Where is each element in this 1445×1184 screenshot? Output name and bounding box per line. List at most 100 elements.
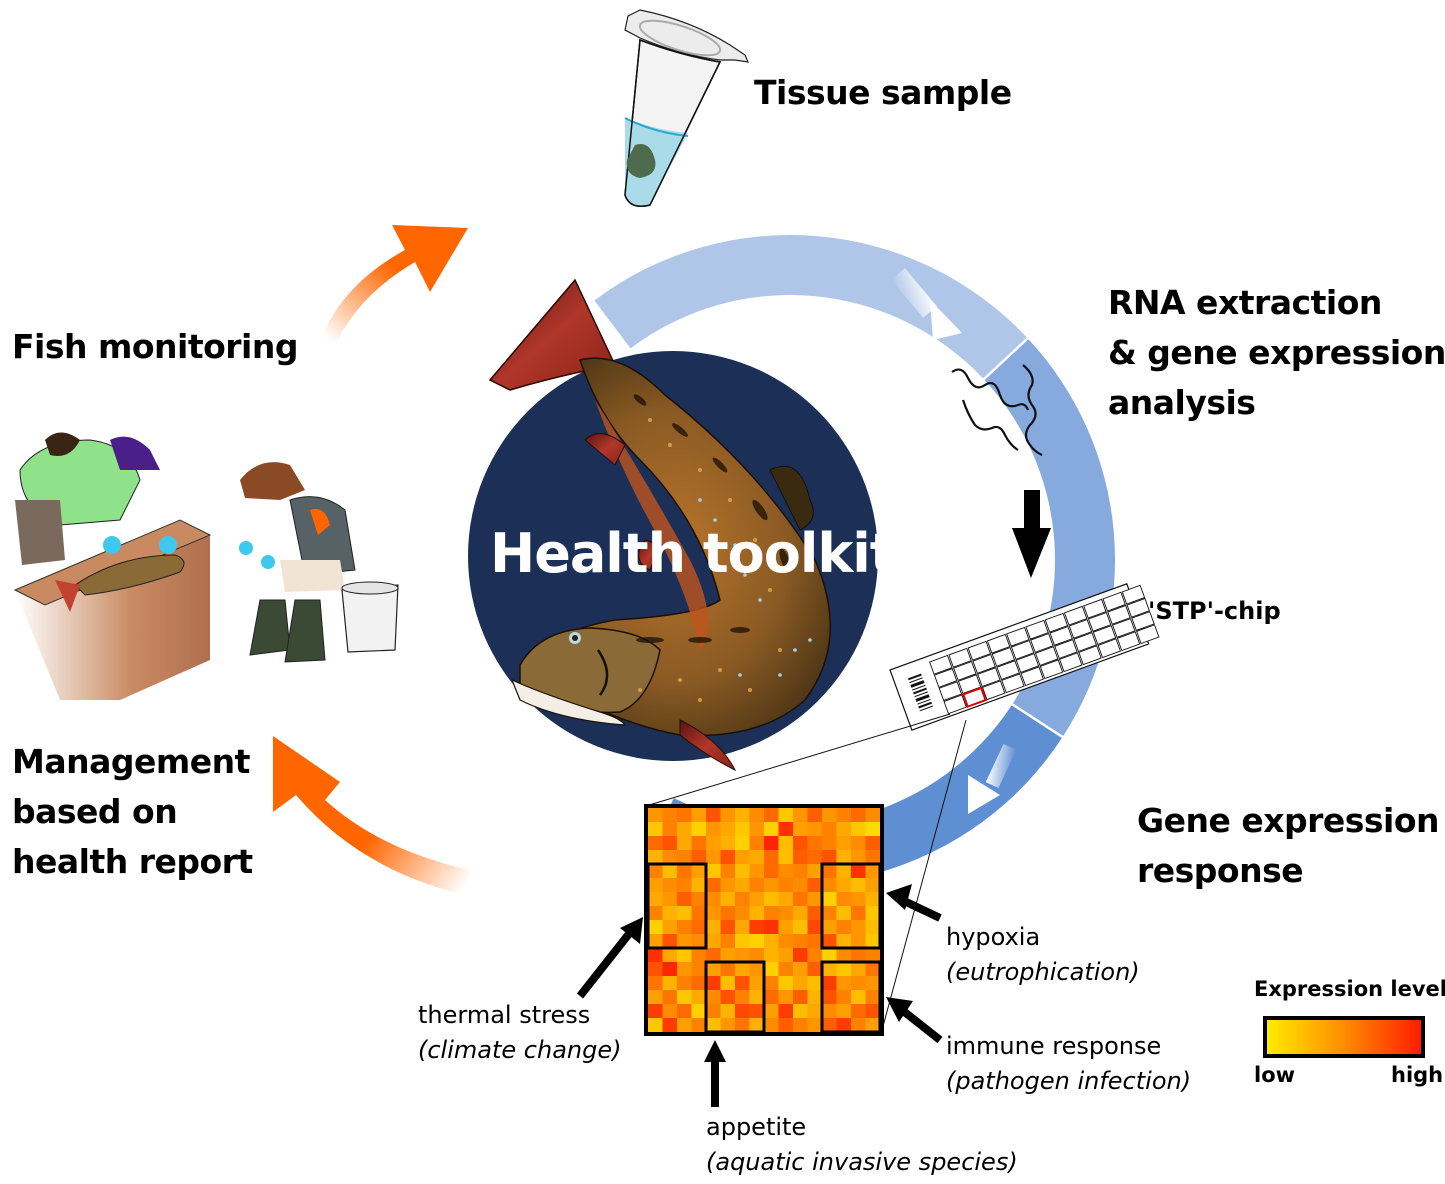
heatmap-cell [807,1004,823,1019]
heatmap-cell [778,878,794,893]
zoom-line [881,719,967,1031]
heatmap-cell [749,850,765,865]
heatmap-cell [793,822,808,837]
chip-cell [1092,625,1117,645]
cycle-arrow-up-icon [315,225,468,362]
heatmap-cell [735,822,750,837]
heatmap-cell [691,920,707,935]
step-label-fish-monitoring: Fish monitoring [12,327,299,366]
heatmap-cell [720,892,736,907]
heatmap-cell [836,1018,852,1033]
heatmap-cell [677,808,692,823]
heatmap-cell [648,808,663,823]
chip-cell [981,680,1006,701]
chip-cell [1020,666,1044,687]
chip-cell [1126,597,1150,618]
heatmap-cell [677,934,692,949]
heatmap-cell [807,892,823,907]
heatmap-cell [822,892,837,907]
heatmap-cell [851,934,866,949]
heatmap-cell [764,822,779,837]
stressor-appetite: appetite (aquatic invasive species) [706,1110,1018,1180]
heatmap-cell [677,920,692,935]
chip-cell [1112,618,1136,638]
heatmap-cell [662,976,678,991]
chip-cell [967,640,992,661]
heatmap-cell [706,892,721,907]
heatmap-cell [677,850,692,865]
hypoxia-arrow-icon [886,884,942,922]
step-label-rna-line1: RNA extraction [1108,283,1382,322]
heatmap-cell [865,822,881,837]
heatmap-cell [836,892,852,907]
heatmap-cell [778,976,794,991]
heatmap-cell [764,808,779,823]
heatmap-cell [749,1004,765,1019]
heatmap-cell [749,934,765,949]
heatmap-cell [807,808,823,823]
heatmap-cell [836,864,852,879]
heatmap-cell [691,934,707,949]
chip-cell [1054,639,1078,659]
heatmap-cell [720,878,736,893]
chip-cell [1049,625,1073,646]
heatmap-cell [822,808,837,823]
chip-cell [1001,673,1025,694]
heatmap-cell [778,864,794,879]
heatmap-cell [691,808,707,823]
heatmap-cell [691,878,707,893]
heatmap-cell [836,836,852,851]
heatmap-cell [851,822,866,837]
heatmap-cell [778,808,794,823]
chip-cell [991,647,1016,667]
heatmap-cell [662,1018,678,1033]
heatmap-cell [764,836,779,851]
heatmap-cell [677,836,692,851]
chip-cell [1006,626,1030,647]
heatmap-cell [822,976,837,991]
heatmap-cell [778,962,794,977]
stressor-name: appetite [706,1113,807,1141]
heatmap-cell [706,1004,721,1019]
heatmap-cell [706,822,721,837]
heatmap-cell [648,920,663,935]
heatmap-cell [662,892,678,907]
heatmap-cell [648,892,663,907]
heatmap-cell [822,1018,837,1033]
heatmap-cell [836,920,852,935]
heatmap-cell [822,878,837,893]
legend-low-label: low [1254,1063,1296,1087]
chip-cell-selected [961,686,987,708]
heatmap-cell [677,878,692,893]
heatmap-cell [822,934,837,949]
stressor-cause: (aquatic invasive species) [706,1148,1018,1176]
heatmap-cell [851,920,866,935]
heatmap-cell [764,976,779,991]
heatmap-cell [648,822,663,837]
heatmap-cell [851,892,866,907]
stp-chip-icon [889,583,1160,731]
heatmap-cell [764,934,779,949]
heatmap-cell [851,1004,866,1019]
chip-cell [1063,605,1088,626]
chip-cell [1010,639,1035,660]
heatmap-cell [677,864,692,879]
heatmap-cell [764,920,779,935]
heatmap-cell [749,822,765,837]
heatmap-cell [706,1018,721,1033]
chip-cell [953,661,977,681]
stressor-hypoxia: hypoxia (eutrophication) [946,920,1140,990]
thermal-stress-arrow-icon [576,917,643,999]
chip-cell [1073,632,1097,652]
heatmap-cell [836,822,852,837]
heatmap-cell [793,990,808,1005]
heatmap-cell [807,906,823,921]
heatmap-cell [662,836,678,851]
heatmap-cell [836,878,852,893]
step-label-gene-response-line2: response [1137,851,1304,890]
heatmap-cell [793,948,808,963]
heatmap-cell [706,878,721,893]
barcode-icon [907,673,934,712]
heatmap-cell [706,808,721,823]
heatmap-cell [720,850,736,865]
